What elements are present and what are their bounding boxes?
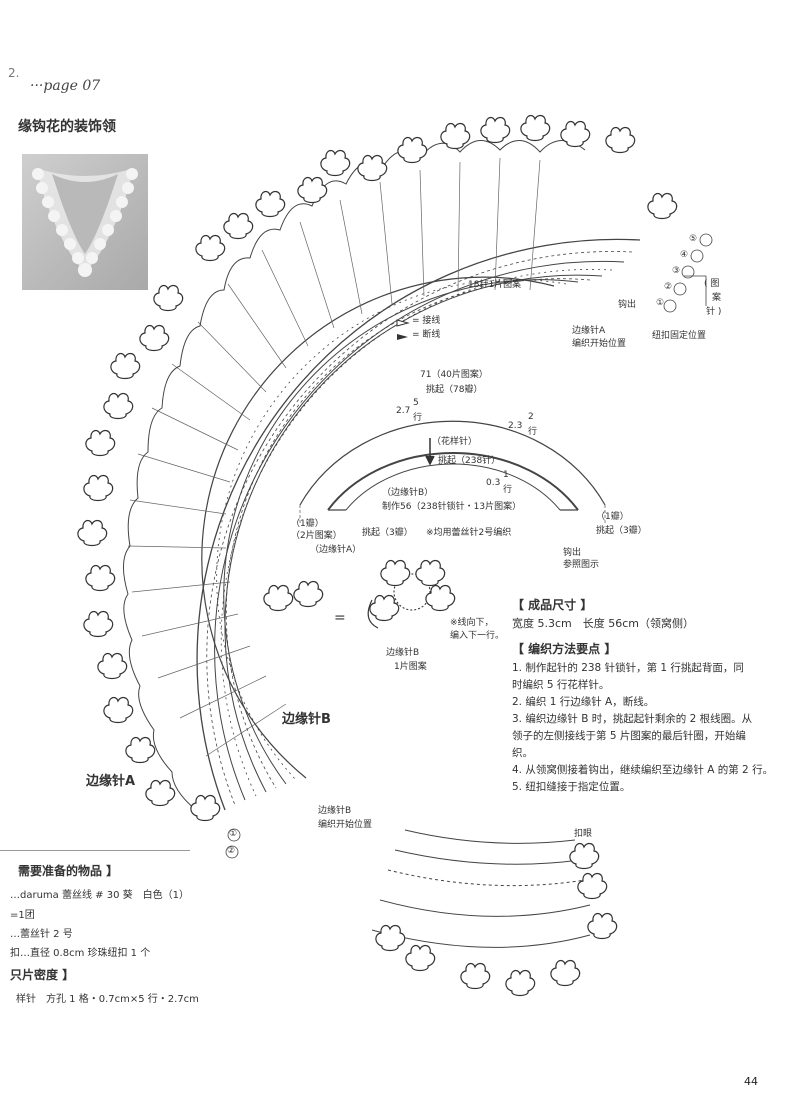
method-step-line: 2. 编织 1 行边缘针 A，断线。 [512,696,655,708]
schematic-right-pick: 挑起（3瓣） [596,526,647,536]
schematic-left-motif: （2片图案） [291,531,342,541]
method-step-line: 时编织 5 行花样针。 [512,679,610,691]
cut-triangle-icon [396,326,410,345]
circled-2: ② [664,282,673,292]
schematic-right-rows-num: 2 [528,412,534,422]
edge-a-start-line2: 编织开始位置 [572,339,627,349]
schematic-hook-ref: 钩出 [563,548,582,558]
schematic-flower-stitch: （花样针） [432,437,478,447]
schematic-left-rows-den: 行 [413,413,423,423]
motif-note-line1: ※线向下， [450,618,494,628]
schematic-left-rows-num: 5 [413,398,419,408]
circled-2b: ② [227,846,236,856]
legend-join: = 接线 [412,316,441,326]
method-step-line: 领子的左侧接线于第 5 片图案的最后针圈，开始编 [512,730,746,742]
schematic-edge-b: （边缘针B） [382,488,434,498]
finished-size-text: 宽度 5.3cm 长度 56cm（领窝侧） [512,617,695,630]
edge-a-start-line1: 边缘针A [572,326,606,336]
method-heading: 【 编织方法要点 】 [512,642,617,656]
materials-line: …蕾丝针 2 号 [10,929,73,940]
finished-size-heading: 【 成品尺寸 】 [512,598,593,612]
schematic-right-rows: 2.3 [508,421,523,431]
method-step-line: 3. 编织边缘针 B 时，挑起起针剩余的 2 根线圈。从 [512,713,753,725]
legend-cut: = 断线 [412,330,441,340]
schematic-right-rows-den: 行 [528,427,538,437]
join-triangle-icon [396,312,410,331]
schematic-right-petal: （1瓣） [596,512,629,522]
motif-note-line2: 编入下一行。 [450,631,505,641]
schematic-left-edge-a: （边缘针A） [310,545,362,555]
edge-b-label: 边缘针B [282,712,331,727]
chain-pattern-line1: ( 图 [704,279,720,289]
schematic-bottom-rows-num: 1 [503,470,509,480]
gauge-text: 样针 方孔 1 格・0.7cm×5 行・2.7cm [16,994,199,1005]
hook-out-label: 钩出 [618,300,637,310]
method-step-line: 5. 纽扣缝接于指定位置。 [512,781,631,793]
materials-divider [0,850,190,851]
schematic-foundation: 制作56（238针锁针・13片图案） [382,502,522,512]
method-step-line: 1. 制作起针的 238 针锁针，第 1 行挑起背面，同 [512,662,744,674]
buttonloop-label: 扣眼 [574,829,593,839]
schematic-pick-up-238: 挑起（238针） [438,456,501,466]
schematic-lace-note: ※均用蕾丝针2号编织 [426,528,512,538]
materials-line: …daruma 蕾丝线 # 30 葵 白色（1） [10,890,189,901]
gauge-heading: 只片密度 】 [10,968,75,982]
chain-pattern-line2: 案 [712,293,722,303]
edge-b-start-line1: 边缘针B [318,806,352,816]
materials-line: 扣…直径 0.8cm 珍珠纽扣 1 个 [10,948,151,959]
schematic-bottom-rows: 0.3 [486,478,501,488]
schematic-left-petal: （1瓣） [291,519,324,529]
materials-line: =1团 [10,910,35,921]
schematic-pick-up-top: 挑起（78瓣） [426,385,483,395]
circled-4: ④ [680,250,689,260]
chain-pattern-line3: 针 ) [706,307,722,317]
circled-5: ⑤ [689,234,698,244]
method-step-line: 4. 从领窝侧接着钩出，继续编织至边缘针 A 的第 2 行。 [512,764,774,776]
schematic-bottom-rows-den: 行 [503,485,513,495]
method-steps: 1. 制作起针的 238 针锁针，第 1 行挑起背面，同 时编织 5 行花样针。… [512,660,784,796]
collar-photo-image [32,168,138,277]
collar-photo [22,154,148,290]
motif-caption-line2: 1片图案 [394,662,427,672]
motif-caption-line1: 边缘针B [386,648,420,658]
method-step-line: 织。 [512,747,533,759]
page-label: ···page 07 [30,78,101,94]
circled-1: ① [656,298,665,308]
schematic-hook-ref2: 参照图示 [563,560,600,570]
schematic-left-rows: 2.7 [396,406,411,416]
corner-mark: 2. [8,66,20,80]
edge-b-start-line2: 编织开始位置 [318,820,373,830]
motif-count-label: 18针1片图案 [468,280,522,290]
materials-heading: 需要准备的物品 】 [18,864,119,878]
edge-a-label: 边缘针A [86,774,136,789]
page-number: 44 [744,1075,758,1088]
circled-3: ③ [672,266,681,276]
page-title: 缘钩花的装饰领 [18,119,116,135]
schematic-total-width: 71（40片图案） [420,370,488,380]
circled-1b: ① [229,829,238,839]
button-position-label: 纽扣固定位置 [652,331,707,341]
svg-text:=: = [334,610,346,626]
schematic-left-pick: 挑起（3瓣） [362,528,413,538]
